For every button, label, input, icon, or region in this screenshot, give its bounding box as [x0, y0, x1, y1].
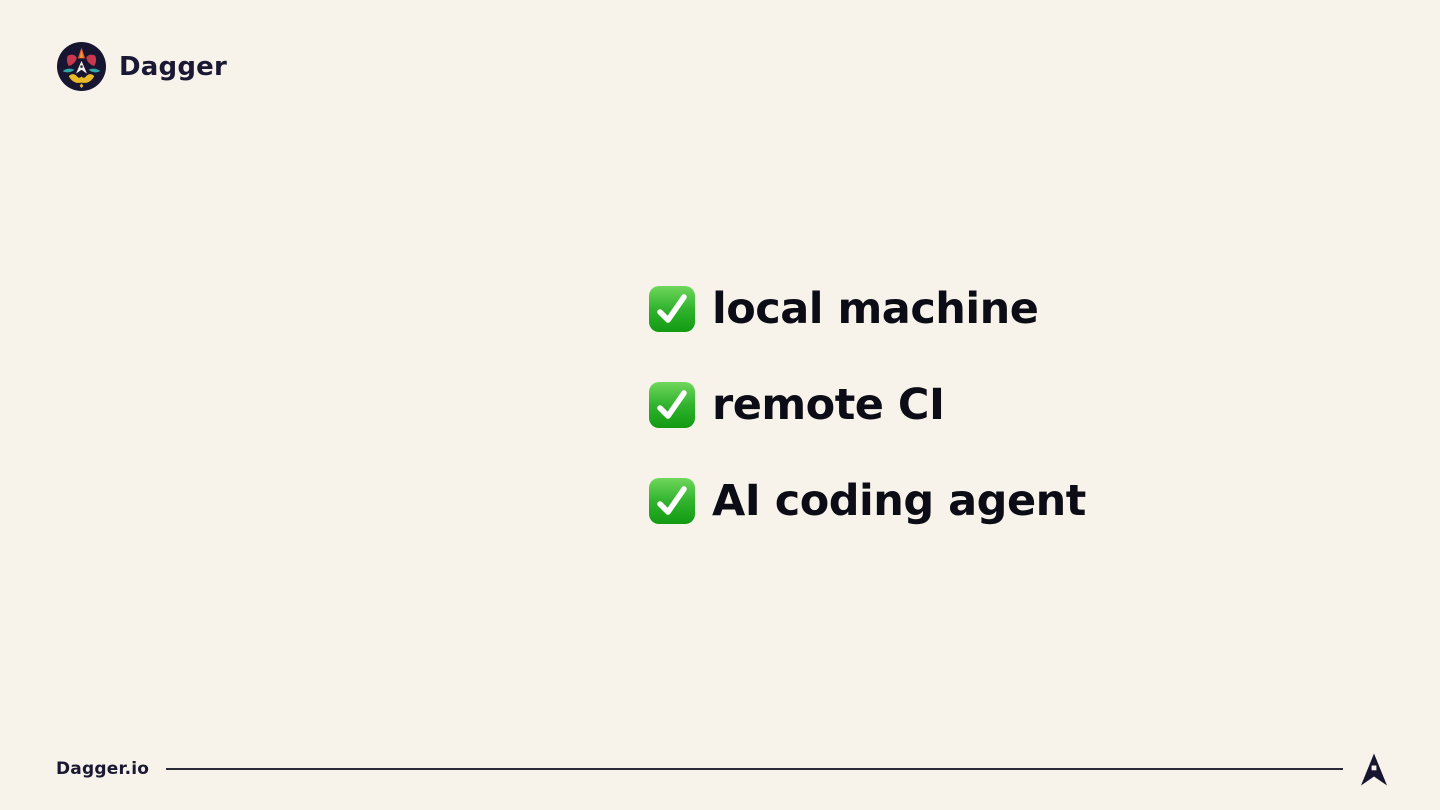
dagger-mask-logo-icon: [57, 42, 106, 91]
header: Dagger: [57, 42, 227, 91]
list-item: AI coding agent: [648, 477, 1086, 525]
list-item: remote CI: [648, 381, 1086, 429]
green-check-emoji-icon: [649, 478, 695, 524]
check-item-label: local machine: [712, 283, 1039, 334]
dagger-arrow-icon: [1361, 753, 1387, 785]
brand-wordmark: Dagger: [119, 51, 228, 82]
check-item-label: remote CI: [712, 379, 945, 430]
list-item: local machine: [648, 285, 1086, 333]
footer-site-label: Dagger.io: [56, 759, 150, 779]
footer-divider: [166, 768, 1343, 770]
check-item-label: AI coding agent: [712, 475, 1086, 526]
checklist: local machine remote CI AI coding agent: [648, 285, 1086, 525]
green-check-emoji-icon: [649, 382, 695, 428]
green-check-emoji-icon: [649, 286, 695, 332]
footer: Dagger.io: [56, 750, 1387, 788]
